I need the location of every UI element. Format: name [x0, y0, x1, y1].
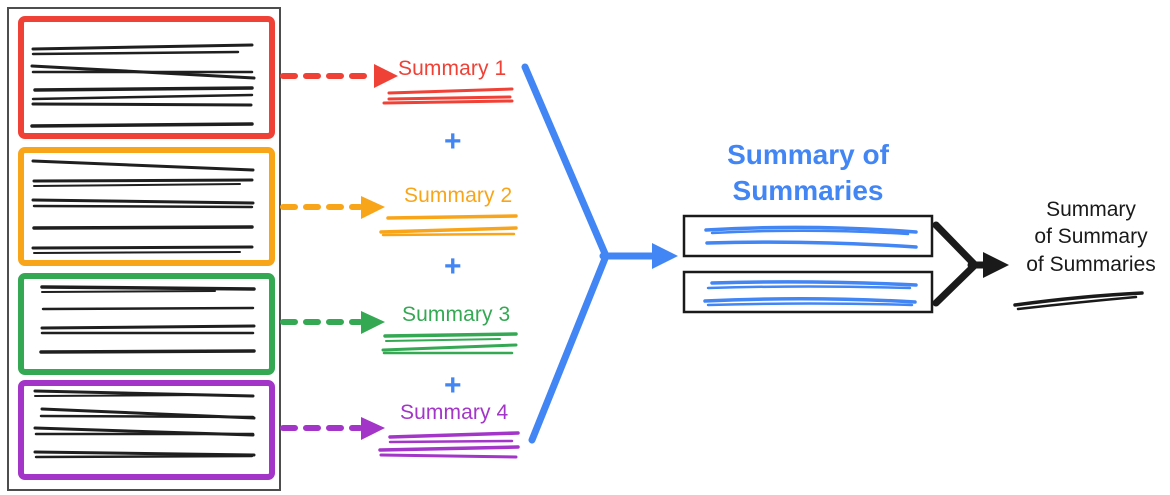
- final-title-line-2: of Summary: [1034, 225, 1148, 249]
- doc-box-green-border: [18, 273, 275, 375]
- sos-title-line-2: Summaries: [732, 174, 884, 206]
- sos-box-2-border: [682, 270, 934, 314]
- final-title-line-3: of Summaries: [1026, 252, 1156, 276]
- summary-3-scribbles: [381, 332, 518, 355]
- blue-merge-arrow: [521, 63, 678, 444]
- dashed-arrow-orange: [280, 196, 385, 219]
- final-summary-scribble: [1013, 291, 1144, 311]
- final-summary-title: Summary of Summary of Summaries: [1017, 196, 1165, 278]
- doc-box-purple-scribbles: [33, 389, 256, 459]
- sos-title-line-1: Summary of: [727, 139, 889, 170]
- final-title-line-1: Summary: [1046, 198, 1136, 221]
- doc-box-purple[interactable]: [18, 380, 275, 480]
- summary-1-scribbles: [382, 87, 514, 105]
- plus-operator-2: +: [444, 250, 462, 283]
- summary-of-summaries-title: Summary of Summaries: [690, 137, 926, 209]
- dashed-arrow-red: [280, 64, 398, 88]
- summary-4-label[interactable]: Summary 4: [400, 401, 509, 424]
- summary-3-label[interactable]: Summary 3: [402, 303, 511, 326]
- plus-operator-3: +: [444, 369, 462, 402]
- doc-box-red[interactable]: [18, 16, 275, 139]
- doc-box-green[interactable]: [18, 273, 275, 375]
- sos-box-1-scribbles: [704, 225, 918, 249]
- doc-box-orange[interactable]: [18, 147, 275, 266]
- dashed-arrow-green: [280, 311, 385, 334]
- doc-box-red-scribbles: [30, 43, 256, 128]
- plus-operator-1: +: [444, 125, 462, 158]
- sos-box-1-border: [682, 214, 934, 258]
- black-merge-arrow: [932, 221, 1009, 307]
- summary-2-scribbles: [379, 214, 518, 237]
- doc-box-green-scribbles: [39, 285, 256, 354]
- dashed-arrow-purple: [280, 417, 385, 440]
- summary-2-label[interactable]: Summary 2: [404, 184, 513, 207]
- summary-1-label[interactable]: Summary 1: [398, 57, 507, 80]
- summary-4-scribbles: [378, 431, 520, 459]
- sos-box-2[interactable]: [682, 270, 934, 314]
- sos-box-2-scribbles: [703, 280, 918, 307]
- sos-box-1[interactable]: [682, 214, 934, 258]
- doc-box-orange-scribbles: [31, 159, 255, 254]
